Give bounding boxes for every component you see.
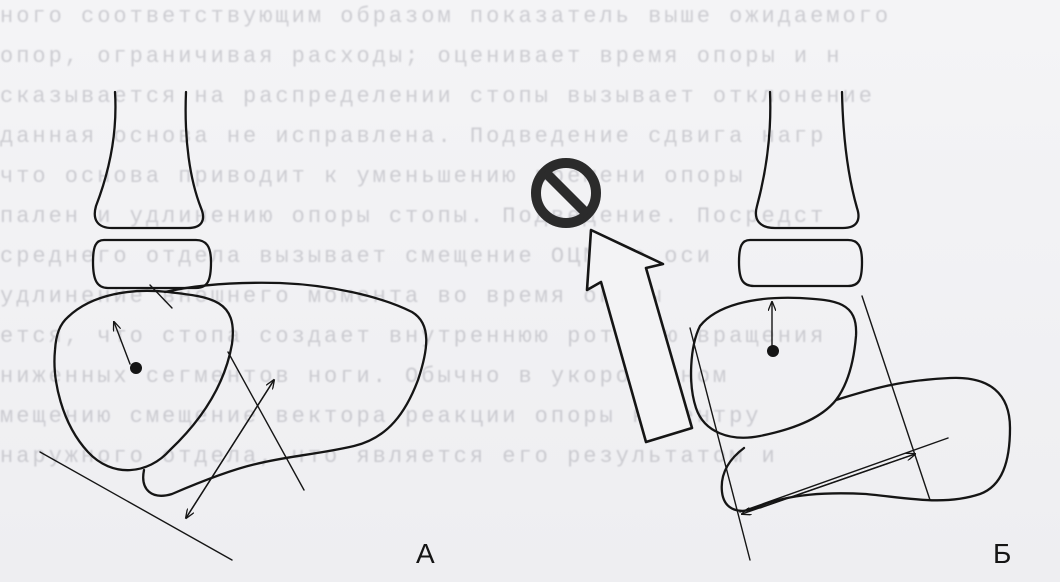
midfoot-bone-b [722,378,1010,511]
panel-a-diagram [40,92,426,560]
calcaneus-bone-a [54,291,232,470]
panel-label-a: А [416,540,435,568]
midfoot-bone-a [143,283,426,496]
center-dot-b [767,345,779,357]
hollow-arrow-icon [587,230,692,442]
force-line-a-1 [40,452,232,560]
vector-arrow-a-3 [186,380,274,518]
force-line-b-3 [740,438,948,512]
tibia-bone-a [95,92,203,228]
vector-arrow-a-1 [114,322,130,364]
calcaneus-bone-b [691,298,856,438]
talus-bone-a [93,240,211,288]
panel-label-b: Б [993,540,1011,568]
panel-b-diagram [690,92,1010,560]
no-sign-icon [536,163,596,223]
center-dot-a [130,362,142,374]
tibia-bone-b [756,92,859,228]
talus-bone-b [739,240,862,286]
force-line-b-1 [690,328,750,560]
vector-arrow-b-3 [742,454,915,514]
